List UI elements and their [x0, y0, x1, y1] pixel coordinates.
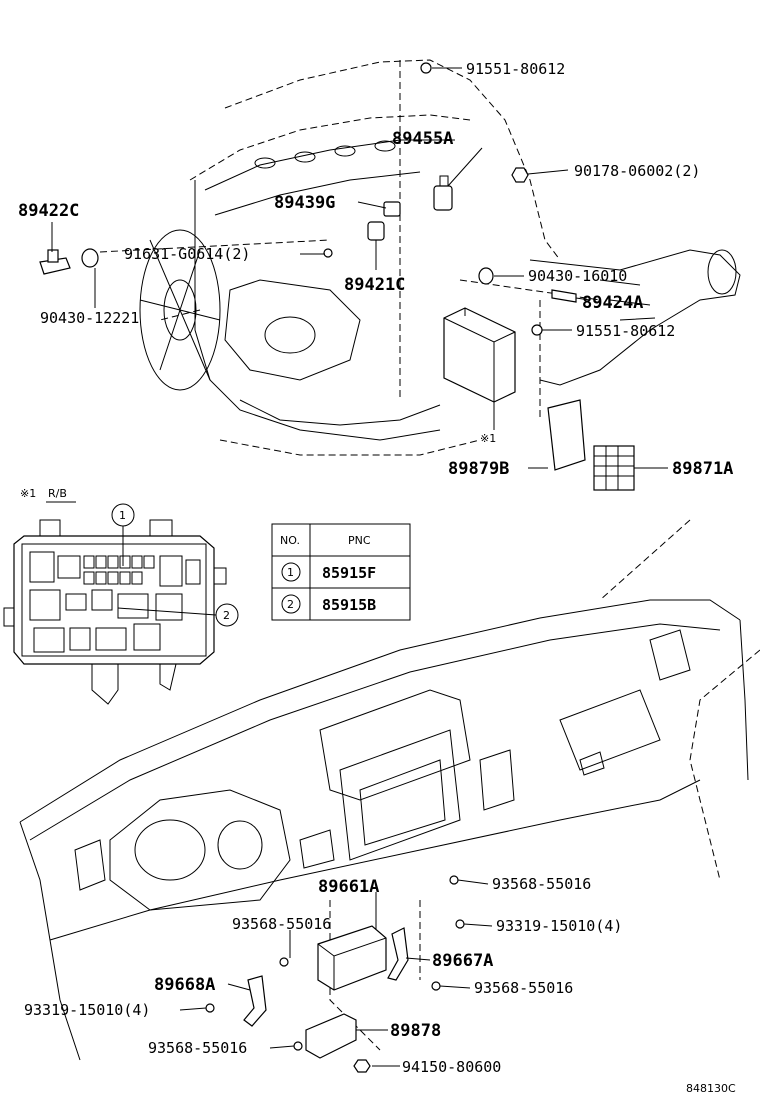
- label-91631-g0614: 91631-G0614(2): [124, 245, 250, 263]
- dashboard-leaders: [179, 879, 493, 1067]
- table-row-1-pnc: 85915F: [322, 564, 376, 582]
- engine-drawing: [99, 59, 741, 456]
- label-94150-80600: 94150-80600: [402, 1058, 501, 1076]
- label-90430-12221: 90430-12221: [40, 309, 139, 327]
- label-89878: 89878: [390, 1021, 441, 1041]
- label-93568-55016-c: 93568-55016: [474, 979, 573, 997]
- dashboard-parts: [205, 875, 465, 1073]
- label-93319-15010-a: 93319-15010(4): [496, 917, 622, 935]
- label-89667a: 89667A: [432, 951, 493, 971]
- label-90430-16010: 90430-16010: [528, 267, 627, 285]
- callout-1: 1: [119, 509, 126, 522]
- table-row-2-no: 2: [287, 598, 294, 611]
- label-89661a: 89661A: [318, 877, 379, 897]
- figure-id: 848130C: [686, 1082, 736, 1095]
- label-90178-06002: 90178-06002(2): [574, 162, 700, 180]
- pnc-table: NO. PNC 1 85915F 2 85915B: [271, 523, 411, 621]
- engine-parts: [39, 62, 635, 491]
- label-89424a: 89424A: [582, 293, 643, 313]
- table-header-no: NO.: [280, 534, 300, 547]
- rb-note-mark: ※1: [20, 487, 36, 500]
- label-93568-55016-a: 93568-55016: [492, 875, 591, 893]
- table-row-1-no: 1: [287, 566, 294, 579]
- rb-label: R/B: [48, 487, 67, 500]
- label-89439g: 89439G: [274, 193, 335, 213]
- label-89879b: 89879B: [448, 459, 509, 479]
- label-89871a: 89871A: [672, 459, 733, 479]
- label-93568-55016-d: 93568-55016: [148, 1039, 247, 1057]
- label-91551-80612-top: 91551-80612: [466, 60, 565, 78]
- label-89455a: 89455A: [392, 129, 453, 149]
- relay-block-inset: ※1 R/B 1: [3, 487, 239, 705]
- label-93568-55016-b: 93568-55016: [232, 915, 331, 933]
- table-row-2-pnc: 85915B: [322, 596, 376, 614]
- label-mark-1: ※1: [480, 432, 496, 445]
- label-89668a: 89668A: [154, 975, 215, 995]
- label-91551-80612-mid: 91551-80612: [576, 322, 675, 340]
- label-89421c: 89421C: [344, 275, 405, 295]
- dashboard-drawing: [19, 519, 760, 1061]
- table-header-pnc: PNC: [348, 534, 371, 547]
- label-93319-15010-b: 93319-15010(4): [24, 1001, 150, 1019]
- label-89422c: 89422C: [18, 201, 79, 221]
- callout-2: 2: [223, 609, 230, 622]
- engine-leaders: [51, 67, 668, 469]
